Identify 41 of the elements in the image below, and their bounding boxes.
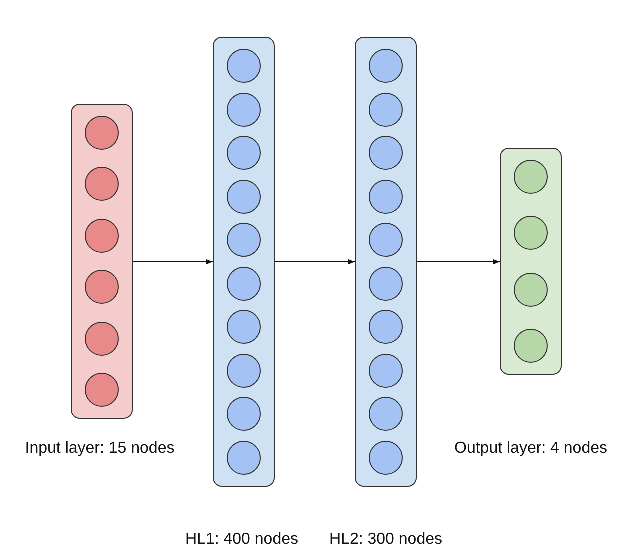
neuron-circle [369,397,403,432]
neuron-circle [227,180,261,214]
neuron-circle [85,322,119,356]
neuron-circle [369,310,403,344]
layer-label: HL2: 300 nodes [330,531,442,549]
neuron-circle [369,92,403,127]
layer-bar [500,148,562,375]
neuron-circle [514,216,548,250]
neuron-circle [369,441,403,475]
neuron-circle [227,136,261,170]
layer-label: HL1: 400 nodes [186,531,298,549]
arrow [132,259,214,265]
neuron-circle [369,136,403,170]
neuron-circle [227,310,261,344]
neuron-circle [514,329,548,363]
neuron-circle [369,49,403,83]
neuron-circle [85,167,119,202]
neuron-circle [85,116,119,150]
neuron-circle [85,218,119,253]
layer-label: Input layer: 15 nodes [25,440,175,458]
neuron-circle [227,397,261,432]
layer-bar [355,37,417,487]
layer-bar [213,37,275,487]
neuron-circle [369,266,403,301]
neuron-circle [514,160,548,194]
neuron-circle [369,180,403,214]
neuron-circle [85,270,119,304]
arrow [274,259,356,265]
neuron-circle [514,272,548,307]
arrow [416,259,500,265]
neuron-circle [227,441,261,475]
layer-bar [71,104,133,419]
neuron-circle [227,49,261,83]
neuron-circle [227,223,261,258]
neuron-circle [369,354,403,388]
neuron-circle [369,223,403,258]
neuron-circle [227,92,261,127]
neuron-circle [85,373,119,407]
neuron-circle [227,266,261,301]
layer-label: Output layer: 4 nodes [454,440,608,458]
neuron-circle [227,354,261,388]
